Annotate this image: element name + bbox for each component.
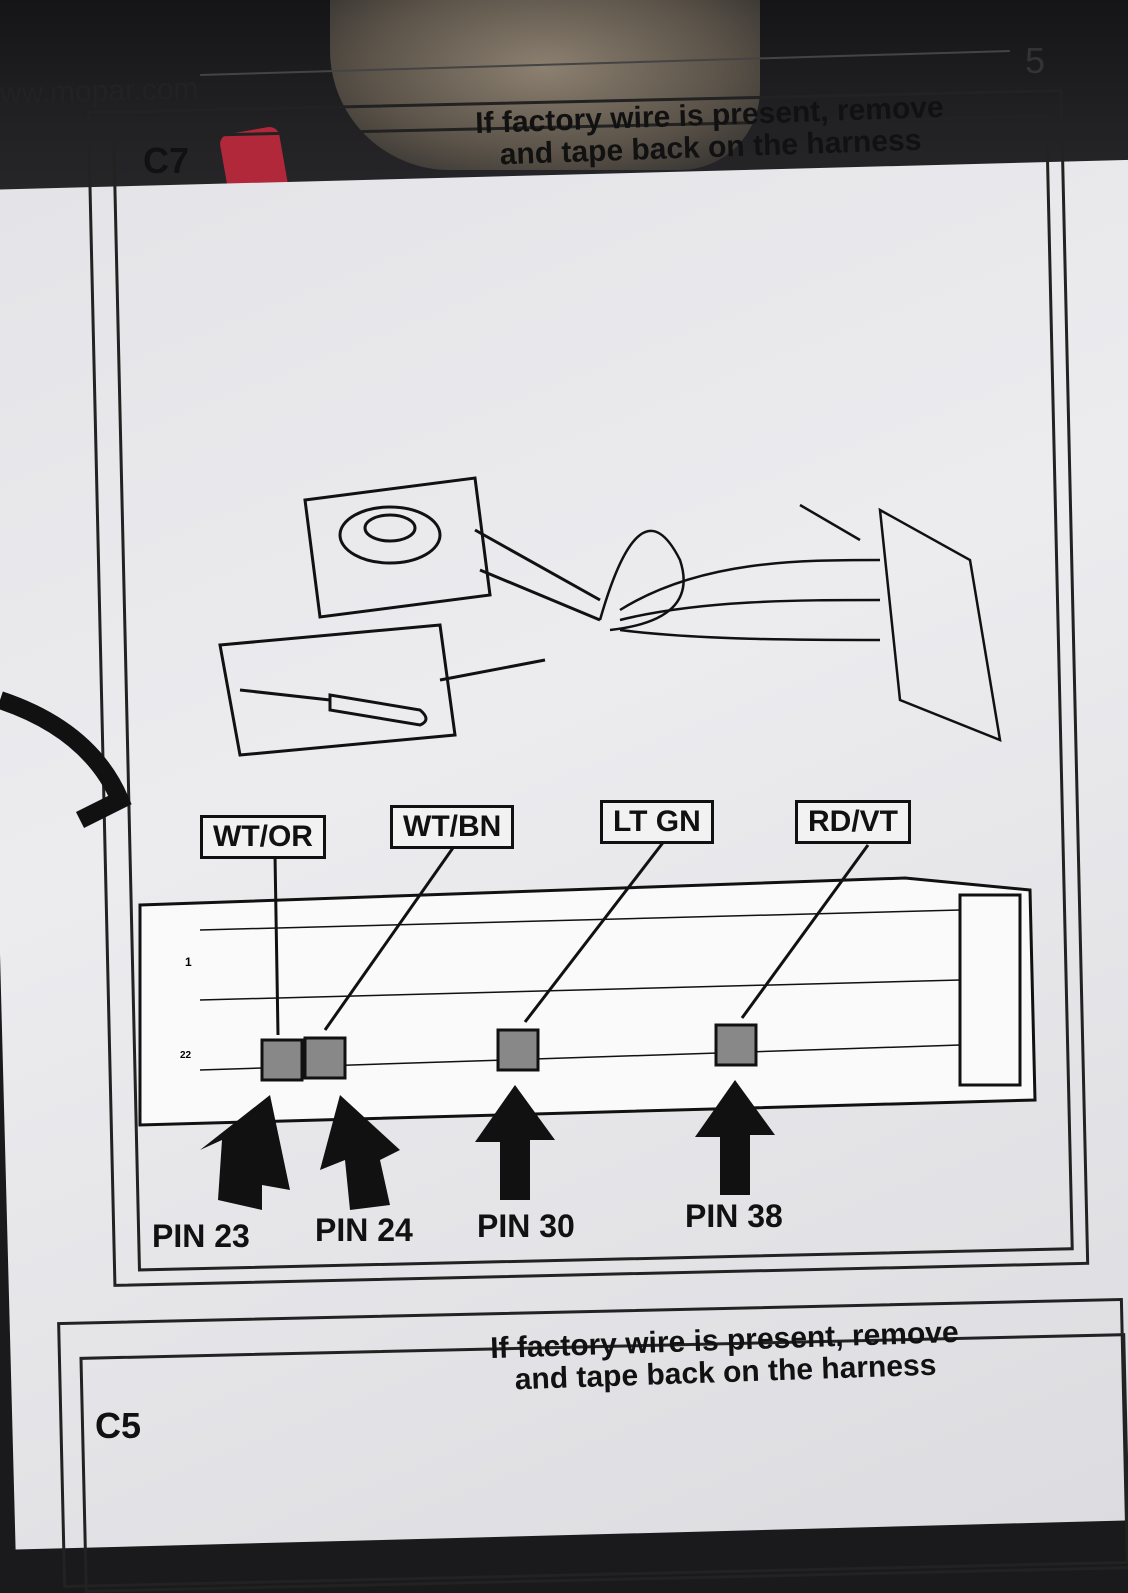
wire-label-rd-vt: RD/VT bbox=[795, 800, 911, 844]
leader-lines bbox=[273, 839, 870, 1036]
row-label-1: 1 bbox=[185, 955, 192, 969]
pin-label-38: PIN 38 bbox=[685, 1198, 783, 1234]
wiring-diagram bbox=[0, 476, 1037, 1210]
tape-roll-inset bbox=[303, 476, 601, 622]
panel-title-c5: C5 bbox=[95, 1405, 142, 1446]
car-seat bbox=[330, 0, 760, 170]
fuse-connector-block bbox=[138, 876, 1037, 1127]
wire-label-wt-bn: WT/BN bbox=[390, 805, 515, 849]
row-label-22: 22 bbox=[180, 1050, 192, 1061]
pin-label-30: PIN 30 bbox=[477, 1208, 575, 1244]
page-number: 5 bbox=[1025, 40, 1046, 81]
screwdriver-inset bbox=[218, 623, 546, 757]
pin-label-24: PIN 24 bbox=[315, 1212, 413, 1248]
panel-title: C7 bbox=[143, 140, 190, 181]
wire-label-wt-or: WT/OR bbox=[200, 815, 326, 859]
wire-label-lt-gn: LT GN bbox=[600, 800, 714, 844]
curved-arrow bbox=[0, 691, 132, 829]
pin-markers bbox=[260, 1023, 758, 1082]
pin-arrows bbox=[200, 1080, 775, 1210]
pin-label-23: PIN 23 bbox=[152, 1218, 250, 1254]
harness-connector bbox=[598, 503, 1002, 742]
